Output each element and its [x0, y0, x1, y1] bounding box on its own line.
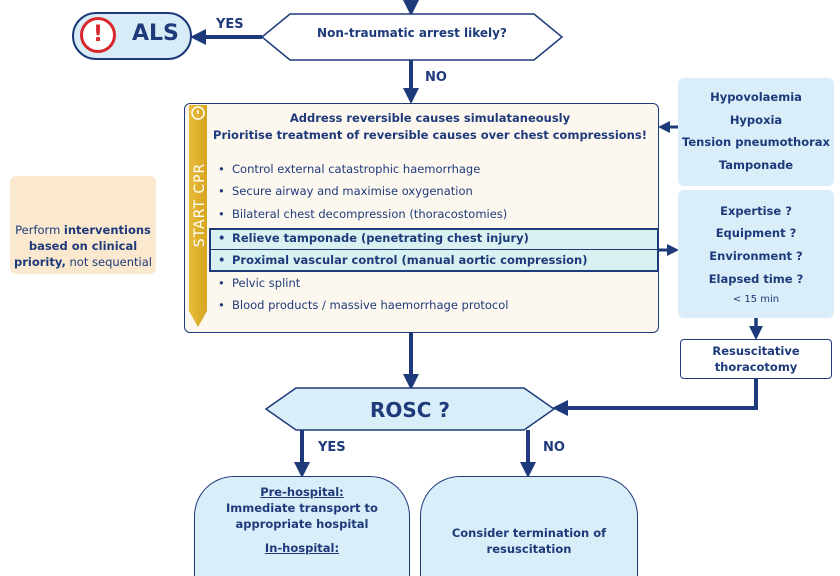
- decision-rosc-shape: [264, 387, 556, 431]
- cpr-arrow-bar: [189, 105, 207, 327]
- step-item: •Proximal vascular control (manual aorti…: [218, 253, 588, 267]
- step-item: •Control external catastrophic haemorrha…: [218, 162, 481, 176]
- elapsed-time-note: < 15 min: [732, 294, 780, 305]
- step-item: •Relieve tamponade (penetrating chest in…: [218, 231, 529, 245]
- rosc-yes-outcome-box: [194, 476, 410, 576]
- step-item: •Secure airway and maximise oxygenation: [218, 184, 473, 198]
- step-item: •Blood products / massive haemorrhage pr…: [218, 298, 509, 312]
- criteria-item: Elapsed time ?: [708, 272, 804, 286]
- arrest-no-label: NO: [425, 70, 447, 85]
- reversible-causes-title: Address reversible causes simulataneousl…: [200, 110, 660, 144]
- rosc-no-label: NO: [543, 440, 565, 455]
- termination-outcome-text: Consider termination of resuscitation: [451, 526, 607, 556]
- thoracotomy-criteria-box: [678, 190, 834, 318]
- warning-box: [10, 176, 156, 274]
- highlight-divider: [211, 249, 657, 250]
- decision-arrest-question: Non-traumatic arrest likely?: [317, 26, 507, 40]
- cause-item: Hypovolaemia: [710, 90, 802, 104]
- warning-text: Perform interventions based on clinical …: [14, 223, 152, 269]
- rosc-no-outcome-box: [420, 476, 638, 576]
- cause-item: Tamponade: [718, 158, 794, 172]
- cause-item: Tension pneumothorax: [682, 135, 830, 149]
- arrest-yes-label: YES: [216, 17, 244, 32]
- step-item: •Bilateral chest decompression (thoracos…: [218, 207, 508, 221]
- resuscitative-thoracotomy-box: [680, 339, 832, 379]
- reversible-causes-list-box: [678, 78, 834, 186]
- exclamation-circle-icon: !: [80, 17, 116, 53]
- criteria-item: Expertise ?: [720, 204, 792, 218]
- priority-interventions-highlight: [209, 228, 659, 272]
- title-line-1: Address reversible causes simulataneousl…: [289, 111, 571, 125]
- cause-item: Hypoxia: [729, 113, 783, 127]
- step-item: •Pelvic splint: [218, 276, 301, 290]
- title-line-2: Prioritise treatment of reversible cause…: [213, 128, 647, 142]
- criteria-item: Environment ?: [709, 249, 803, 263]
- resuscitative-thoracotomy-label: Resuscitative thoracotomy: [712, 344, 800, 374]
- criteria-item: Equipment ?: [715, 226, 797, 240]
- rosc-question: ROSC ?: [369, 398, 451, 422]
- start-cpr-label: START CPR: [192, 162, 208, 248]
- als-label: ALS: [132, 21, 179, 46]
- flow-connectors: [60, 0, 763, 478]
- decision-arrest-shape: [260, 13, 564, 61]
- thoracotomy-to-rosc-arrow: [552, 379, 758, 416]
- clock-icon: [191, 106, 205, 120]
- reversible-causes-box: [184, 103, 659, 333]
- prehospital-outcome-text: Pre-hospital: Immediate transport to app…: [226, 485, 378, 555]
- rosc-yes-label: YES: [318, 440, 346, 455]
